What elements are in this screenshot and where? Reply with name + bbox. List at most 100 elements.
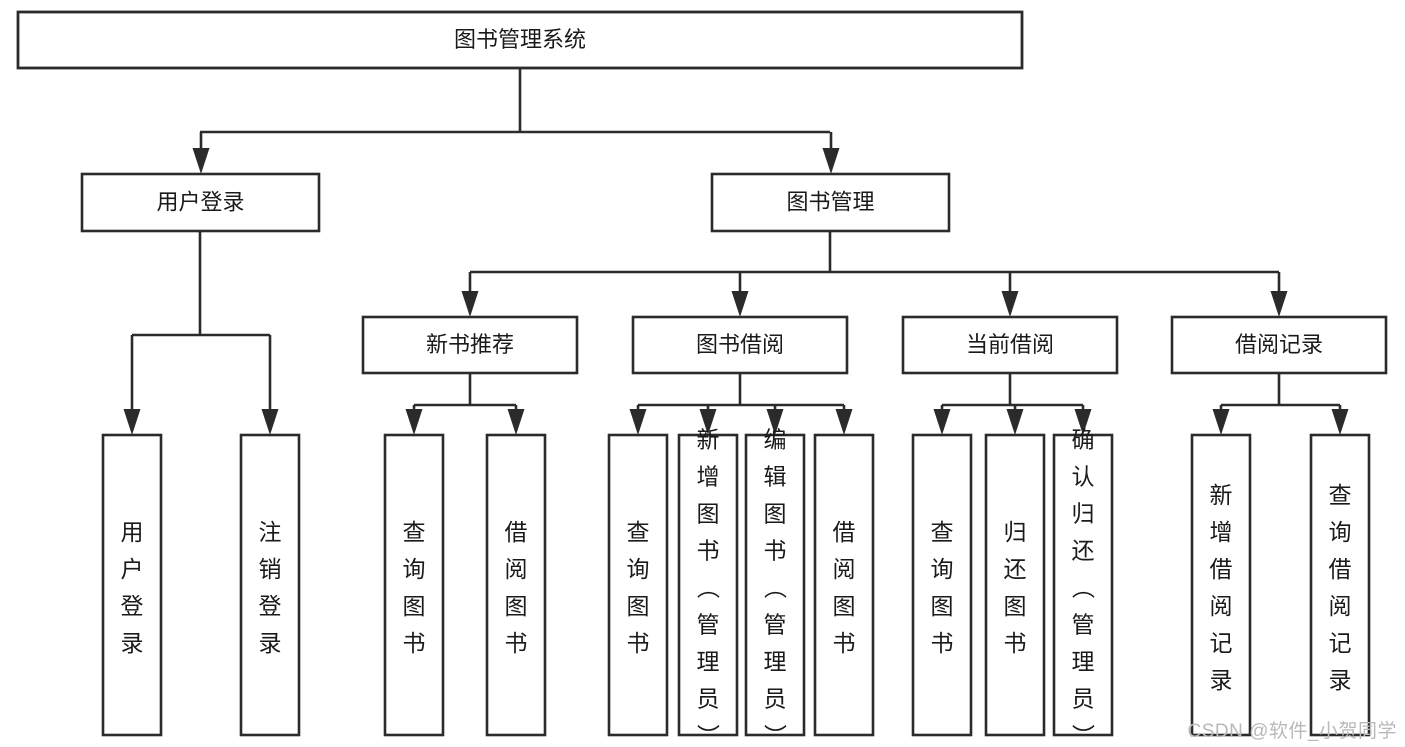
node-label-glyph: 还: [1004, 556, 1027, 582]
node-label-glyph: 借: [505, 519, 528, 545]
node-label-glyph: 录: [1210, 667, 1233, 693]
node-label-book-borrow: 图书借阅: [696, 332, 784, 357]
connector-layer: [123, 68, 1349, 435]
node-label-glyph: 借: [1329, 556, 1352, 582]
node-label-glyph: 书: [833, 630, 856, 656]
node-leaf-user-login[interactable]: 用户登录: [101, 433, 163, 737]
connector-borrow-to-leaves: [629, 373, 853, 435]
node-label-glyph: 登: [259, 593, 282, 619]
node-label-glyph: 询: [931, 556, 954, 582]
node-label-glyph: 管: [764, 611, 787, 637]
node-current-borrow[interactable]: 当前借阅: [901, 315, 1119, 375]
node-label-glyph: 书: [931, 630, 954, 656]
node-label-glyph: 图: [403, 593, 426, 619]
node-label-glyph: （: [1070, 576, 1096, 599]
node-label-glyph: 记: [1329, 630, 1352, 656]
node-label-glyph: 图: [1004, 593, 1027, 619]
node-label-glyph: 查: [931, 519, 954, 545]
node-label-glyph: 增: [1210, 519, 1233, 545]
node-book-manage[interactable]: 图书管理: [710, 172, 951, 233]
node-label-glyph: 员: [697, 685, 720, 711]
node-label-glyph: 理: [764, 648, 787, 674]
node-label-glyph: 查: [627, 519, 650, 545]
node-label-glyph: 图: [833, 593, 856, 619]
node-label-glyph: 阅: [1329, 593, 1352, 619]
connector-book-manage-to-level2: [461, 231, 1288, 317]
node-label-glyph: 阅: [1210, 593, 1233, 619]
node-label-glyph: （: [695, 576, 721, 599]
node-new-book-recommend[interactable]: 新书推荐: [361, 315, 579, 375]
node-label-glyph: 归: [1004, 519, 1027, 545]
node-label-glyph: 归: [1072, 500, 1095, 526]
node-label-current-borrow: 当前借阅: [966, 332, 1054, 357]
node-label-glyph: 书: [1004, 630, 1027, 656]
node-label-glyph: 理: [697, 648, 720, 674]
node-label-glyph: 登: [121, 593, 144, 619]
node-label-glyph: 图: [931, 593, 954, 619]
node-label-glyph: 确: [1072, 426, 1095, 452]
node-borrow-record[interactable]: 借阅记录: [1170, 315, 1388, 375]
node-label-glyph: ）: [1070, 724, 1096, 747]
connector-user-login-to-leaves: [123, 231, 279, 435]
node-label-new-book-recommend: 新书推荐: [426, 332, 514, 357]
node-label-glyph: 还: [1072, 537, 1095, 563]
connector-record-to-leaves: [1212, 373, 1349, 435]
node-label-glyph: 辑: [764, 463, 787, 489]
node-label-glyph: 管: [1072, 611, 1095, 637]
node-label-glyph: 编: [764, 426, 787, 452]
connector-root-to-level1: [192, 68, 840, 174]
node-label-glyph: 记: [1210, 630, 1233, 656]
node-label-glyph: ）: [695, 724, 721, 747]
node-label-glyph: 新: [1210, 482, 1233, 508]
node-label-root: 图书管理系统: [454, 27, 586, 52]
node-label-glyph: 认: [1072, 463, 1095, 489]
node-label-glyph: 阅: [833, 556, 856, 582]
node-label-glyph: （: [762, 576, 788, 599]
node-label-glyph: 录: [259, 630, 282, 656]
node-label-glyph: 书: [627, 630, 650, 656]
node-label-user-login: 用户登录: [156, 189, 244, 214]
node-label-glyph: 阅: [505, 556, 528, 582]
node-label-glyph: 图: [697, 500, 720, 526]
node-label-glyph: 员: [764, 685, 787, 711]
node-label-glyph: 用: [121, 519, 144, 545]
node-label-glyph: 录: [121, 630, 144, 656]
node-label-glyph: 图: [505, 593, 528, 619]
node-label-glyph: 书: [505, 630, 528, 656]
node-label-borrow-record: 借阅记录: [1235, 332, 1323, 357]
node-root[interactable]: 图书管理系统: [16, 10, 1024, 70]
node-label-glyph: 销: [259, 556, 282, 582]
node-label-glyph: 员: [1072, 685, 1095, 711]
node-label-glyph: 询: [403, 556, 426, 582]
node-label-glyph: ）: [762, 724, 788, 747]
node-label-glyph: 借: [833, 519, 856, 545]
node-label-glyph: 查: [1329, 482, 1352, 508]
node-label-glyph: 管: [697, 611, 720, 637]
connector-current-to-leaves: [933, 373, 1092, 435]
node-label-glyph: 询: [1329, 519, 1352, 545]
node-label-glyph: 增: [697, 463, 720, 489]
node-label-glyph: 新: [697, 426, 720, 452]
node-label-glyph: 借: [1210, 556, 1233, 582]
node-label-glyph: 录: [1329, 667, 1352, 693]
node-label-glyph: 理: [1072, 648, 1095, 674]
node-book-borrow[interactable]: 图书借阅: [631, 315, 849, 375]
node-label-book-manage: 图书管理: [786, 189, 874, 214]
node-label-glyph: 询: [627, 556, 650, 582]
node-label-glyph: 书: [764, 537, 787, 563]
node-user-login[interactable]: 用户登录: [80, 172, 321, 233]
